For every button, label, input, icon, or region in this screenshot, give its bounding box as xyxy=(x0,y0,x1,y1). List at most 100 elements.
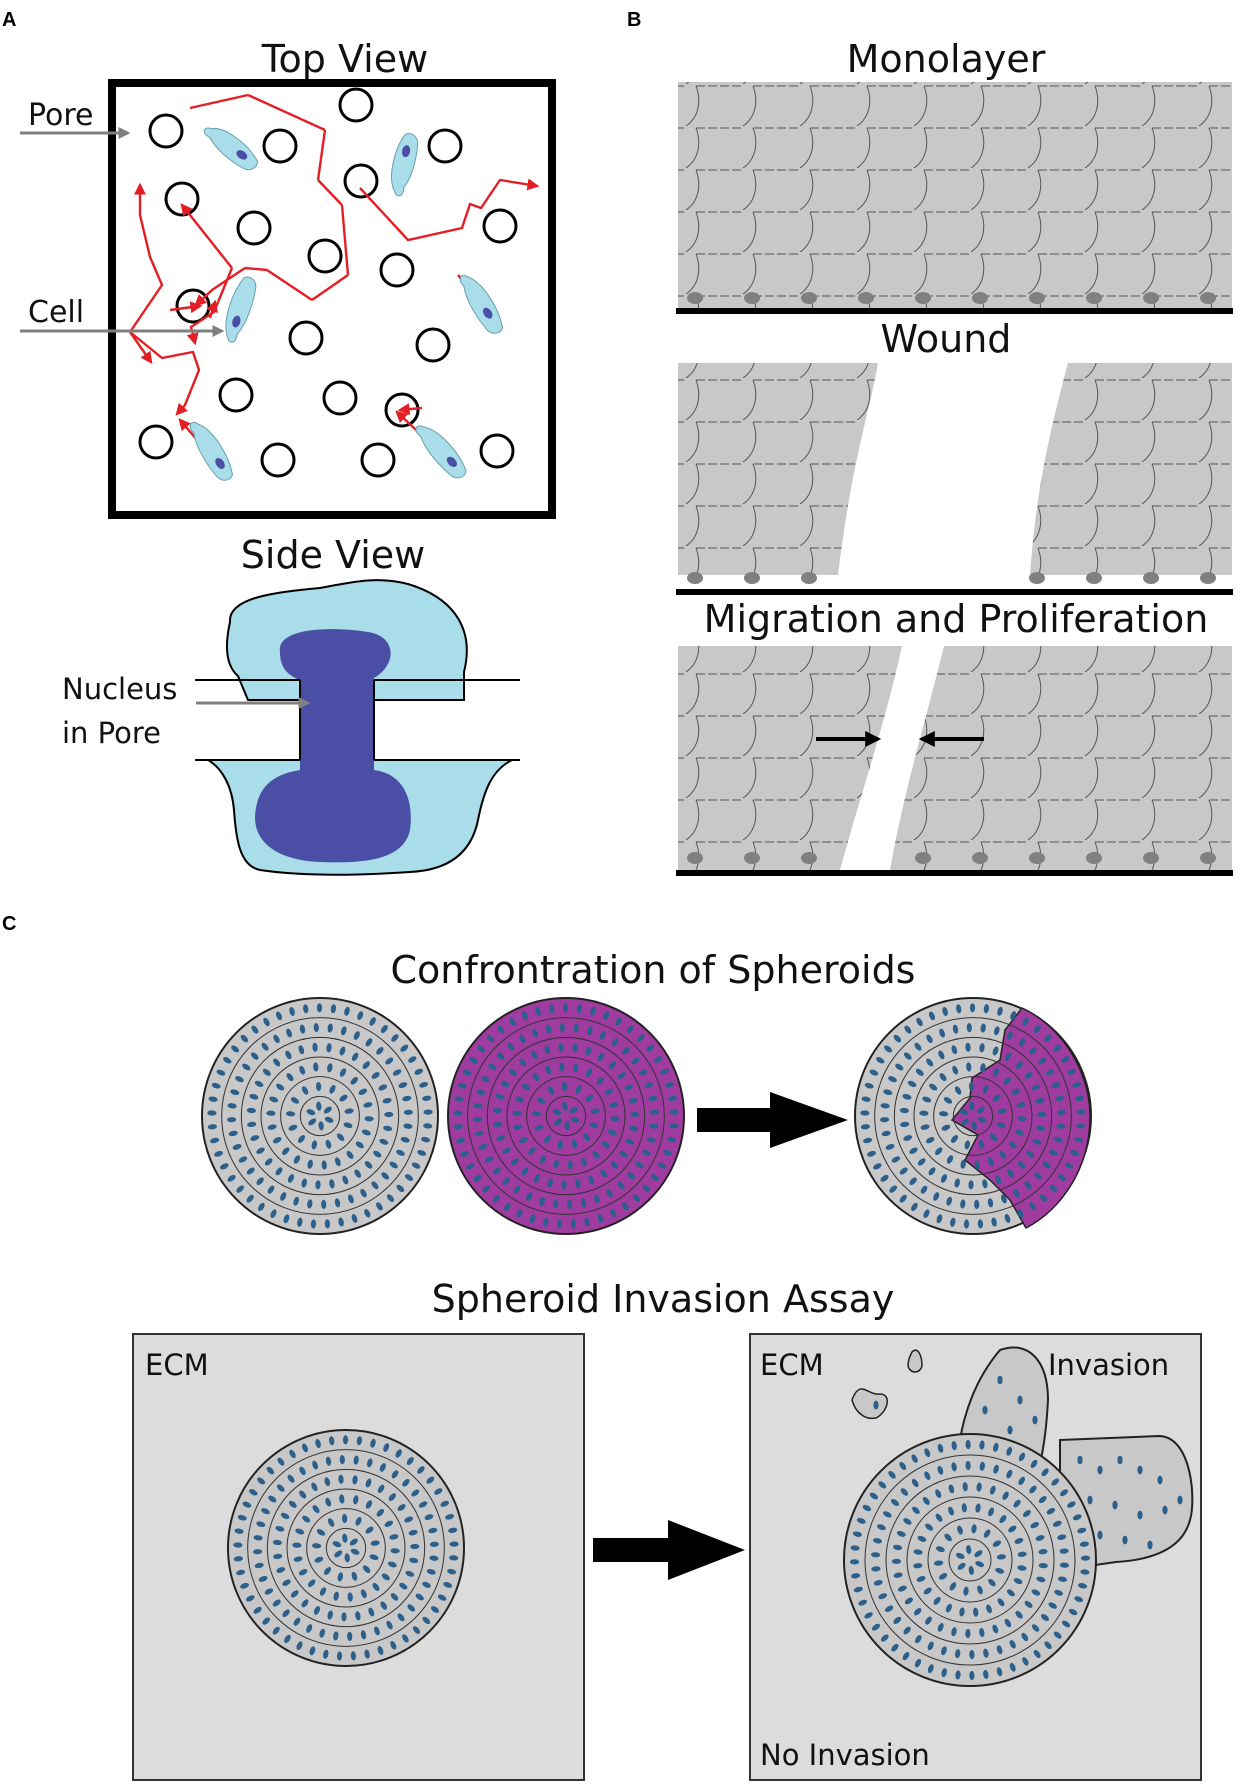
cell-nucleus xyxy=(1072,1081,1082,1088)
cell-nucleus xyxy=(580,1157,587,1167)
cell-nucleus xyxy=(258,1202,265,1212)
cell-nucleus xyxy=(893,1572,903,1578)
cell-nucleus xyxy=(983,1004,990,1014)
cell-nucleus xyxy=(610,1209,617,1218)
cell-nucleus xyxy=(356,1436,363,1446)
cell-nucleus xyxy=(357,1011,364,1020)
cell-nucleus xyxy=(267,1124,277,1130)
cell xyxy=(459,274,503,334)
cell-nucleus xyxy=(316,1529,326,1536)
basal-nucleus xyxy=(744,852,760,864)
cell-nucleus xyxy=(466,1163,475,1170)
cell-nucleus xyxy=(469,1057,478,1064)
pore xyxy=(260,442,296,478)
cell-nucleus xyxy=(567,1160,573,1170)
cell-nucleus xyxy=(355,1516,362,1526)
cell-nucleus xyxy=(937,1465,944,1475)
cell-nucleus xyxy=(552,1109,562,1116)
cell-nucleus xyxy=(1038,1496,1047,1504)
cell-nucleus xyxy=(1008,1525,1017,1533)
cell-nucleus xyxy=(1014,1129,1024,1136)
cell-nucleus xyxy=(350,1651,357,1661)
cell-nucleus xyxy=(353,1495,359,1505)
cell-nucleus xyxy=(1067,1501,1076,1508)
cell-nucleus xyxy=(207,1124,217,1130)
cell-nucleus xyxy=(474,1130,484,1137)
cell-nucleus xyxy=(926,1058,934,1067)
cell-nucleus xyxy=(329,1084,336,1094)
cell-nucleus xyxy=(462,1069,472,1076)
basal-nucleus xyxy=(801,852,817,864)
cell-nucleus xyxy=(913,1549,923,1555)
cell-nucleus xyxy=(290,1097,300,1104)
cell-nucleus xyxy=(312,1460,319,1470)
cell-nucleus xyxy=(1007,1169,1015,1178)
cell-nucleus xyxy=(948,1506,954,1516)
cell-nucleus xyxy=(992,1624,999,1634)
basal-nuclei xyxy=(687,852,1216,864)
cell-nucleus xyxy=(582,1133,591,1141)
wound-title: Wound xyxy=(881,317,1012,361)
cell-nucleus xyxy=(363,1102,373,1108)
cell-nucleus xyxy=(1077,1527,1087,1534)
cell-nucleus xyxy=(1026,1150,1035,1158)
cell-nucleus xyxy=(1045,1069,1055,1076)
cell-nucleus xyxy=(999,1150,1007,1159)
cell-nucleus xyxy=(311,1140,317,1150)
cell-nucleus xyxy=(553,1159,559,1169)
cell-nucleus xyxy=(609,1102,619,1108)
cell-nucleus xyxy=(233,1556,243,1562)
ecm-label-left: ECM xyxy=(145,1348,209,1382)
pore xyxy=(343,163,379,199)
cell-nucleus xyxy=(220,1163,229,1170)
cell-nucleus xyxy=(311,1482,318,1492)
cell-nucleus xyxy=(373,1626,380,1636)
cell-nucleus xyxy=(558,1042,564,1052)
cell-nucleus xyxy=(337,1572,343,1582)
cell-nucleus xyxy=(296,1641,303,1651)
cell-nucleus xyxy=(534,1124,544,1131)
cell-nucleus xyxy=(948,1484,955,1494)
cell-nucleus xyxy=(976,1482,982,1492)
cell-nucleus xyxy=(940,1174,948,1183)
cell-nucleus xyxy=(350,1077,359,1085)
cell-nucleus xyxy=(531,1050,538,1060)
cell-nucleus xyxy=(214,1150,224,1157)
cell-nucleus xyxy=(402,1095,412,1102)
cell-nucleus xyxy=(1049,1149,1058,1156)
cell-nucleus xyxy=(924,1448,931,1458)
cell-nucleus xyxy=(982,1405,988,1415)
cell-nucleus xyxy=(457,1082,467,1089)
side-view-title: Side View xyxy=(241,533,425,577)
cell-nucleus xyxy=(324,1116,334,1123)
cell-nucleus xyxy=(914,1658,922,1668)
cell-nucleus xyxy=(951,1627,957,1637)
cell-nucleus xyxy=(386,1194,395,1202)
cell-nucleus xyxy=(923,1209,930,1219)
cell-nucleus xyxy=(246,1194,254,1203)
cell xyxy=(415,425,467,479)
cell-nucleus xyxy=(1024,1181,1032,1190)
cell-nucleus xyxy=(391,1470,399,1479)
cell-nucleus xyxy=(950,1135,959,1143)
cell-nucleus xyxy=(1002,1491,1009,1500)
cell-nucleus xyxy=(415,1593,424,1601)
pore xyxy=(427,128,463,164)
cell-nucleus xyxy=(939,1073,947,1082)
cell-nucleus xyxy=(293,1617,301,1626)
cell-nucleus xyxy=(341,1513,348,1524)
cell-nucleus xyxy=(237,1514,247,1521)
cell-nucleus xyxy=(961,1503,967,1513)
cell-nucleus xyxy=(968,1180,974,1190)
cell-nucleus xyxy=(899,1461,907,1471)
cell-nucleus xyxy=(1035,1535,1045,1541)
cell-nucleus xyxy=(649,1109,659,1115)
cell-nucleus xyxy=(326,1043,332,1053)
cell-nucleus xyxy=(927,1664,934,1674)
migrating-cells xyxy=(189,127,503,481)
cell-nucleus xyxy=(864,1612,873,1619)
cell-nucleus xyxy=(913,1607,922,1616)
cell-nucleus xyxy=(253,1549,263,1555)
basal-nucleus xyxy=(744,572,760,584)
cell-nucleus xyxy=(1157,1475,1163,1485)
